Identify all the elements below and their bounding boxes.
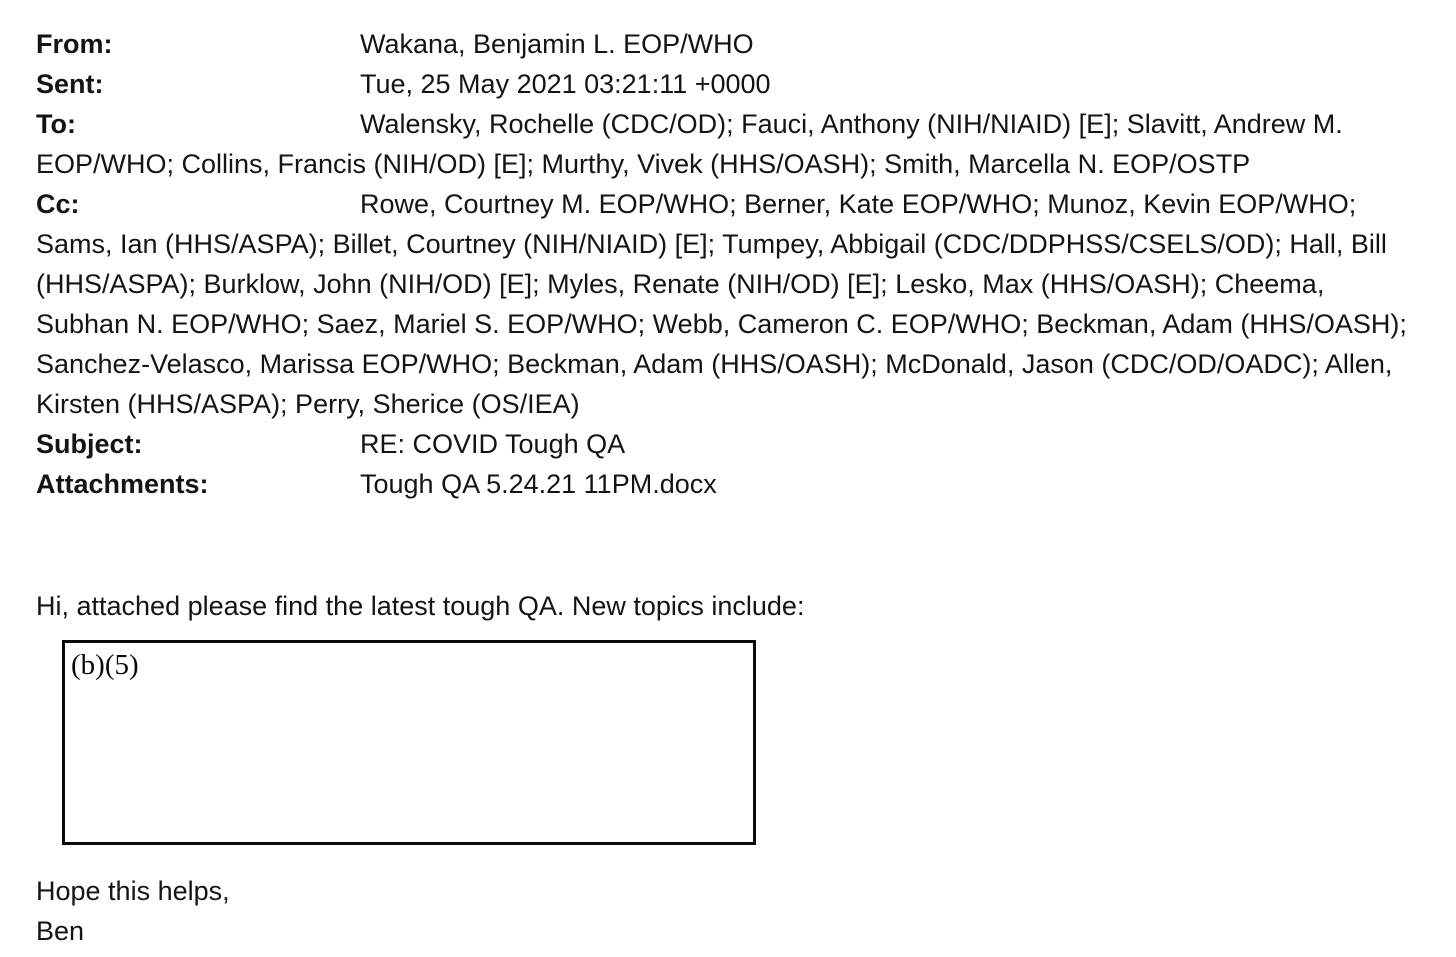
header-label-to: To: xyxy=(36,109,76,139)
header-label-subject: Subject: xyxy=(36,429,143,459)
header-row-from: From: Wakana, Benjamin L. EOP/WHO xyxy=(36,24,1420,64)
header-row-subject: Subject: RE: COVID Tough QA xyxy=(36,424,1420,464)
header-row-cc: Cc:Rowe, Courtney M. EOP/WHO; Berner, Ka… xyxy=(36,184,1420,424)
header-label-sent: Sent: xyxy=(36,69,104,99)
redaction-box: (b)(5) xyxy=(62,640,756,845)
header-row-to: To:Walensky, Rochelle (CDC/OD); Fauci, A… xyxy=(36,104,1420,184)
header-value-subject: RE: COVID Tough QA xyxy=(360,429,626,459)
body-greeting: Hi, attached please find the latest toug… xyxy=(36,591,805,621)
header-value-attachments: Tough QA 5.24.21 11PM.docx xyxy=(360,469,717,499)
header-row-sent: Sent: Tue, 25 May 2021 03:21:11 +0000 xyxy=(36,64,1420,104)
header-label-attachments: Attachments: xyxy=(36,469,209,499)
header-value-sent: Tue, 25 May 2021 03:21:11 +0000 xyxy=(360,69,771,99)
header-label-from: From: xyxy=(36,29,113,59)
header-value-cc: Rowe, Courtney M. EOP/WHO; Berner, Kate … xyxy=(36,189,1407,419)
header-value-to: Walensky, Rochelle (CDC/OD); Fauci, Anth… xyxy=(36,109,1343,179)
header-row-attachments: Attachments: Tough QA 5.24.21 11PM.docx xyxy=(36,464,1420,504)
body-signature: Ben xyxy=(36,916,85,946)
body-closing: Hope this helps, xyxy=(36,876,230,906)
header-value-from: Wakana, Benjamin L. EOP/WHO xyxy=(360,29,754,59)
redaction-exemption-code: (b)(5) xyxy=(71,649,139,681)
header-label-cc: Cc: xyxy=(36,189,80,219)
